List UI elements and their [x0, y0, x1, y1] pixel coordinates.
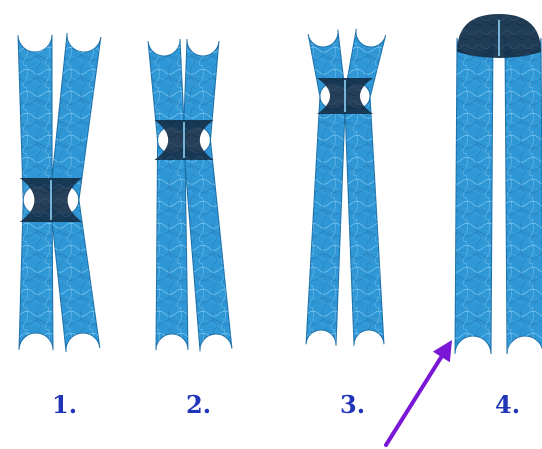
chromosome-2: [148, 39, 232, 352]
chromosome-label-3: 3.: [340, 390, 365, 419]
arrow-icon: [386, 340, 452, 445]
chromosome-label-1: 1.: [52, 390, 77, 419]
chromosome-1: [18, 33, 101, 352]
arrow-shaft: [386, 351, 445, 446]
chromosome-4: [455, 14, 542, 354]
chromosome-label-4: 4.: [495, 390, 520, 419]
chromosome-3: [306, 29, 386, 346]
chromosome-label-2: 2.: [186, 390, 211, 419]
